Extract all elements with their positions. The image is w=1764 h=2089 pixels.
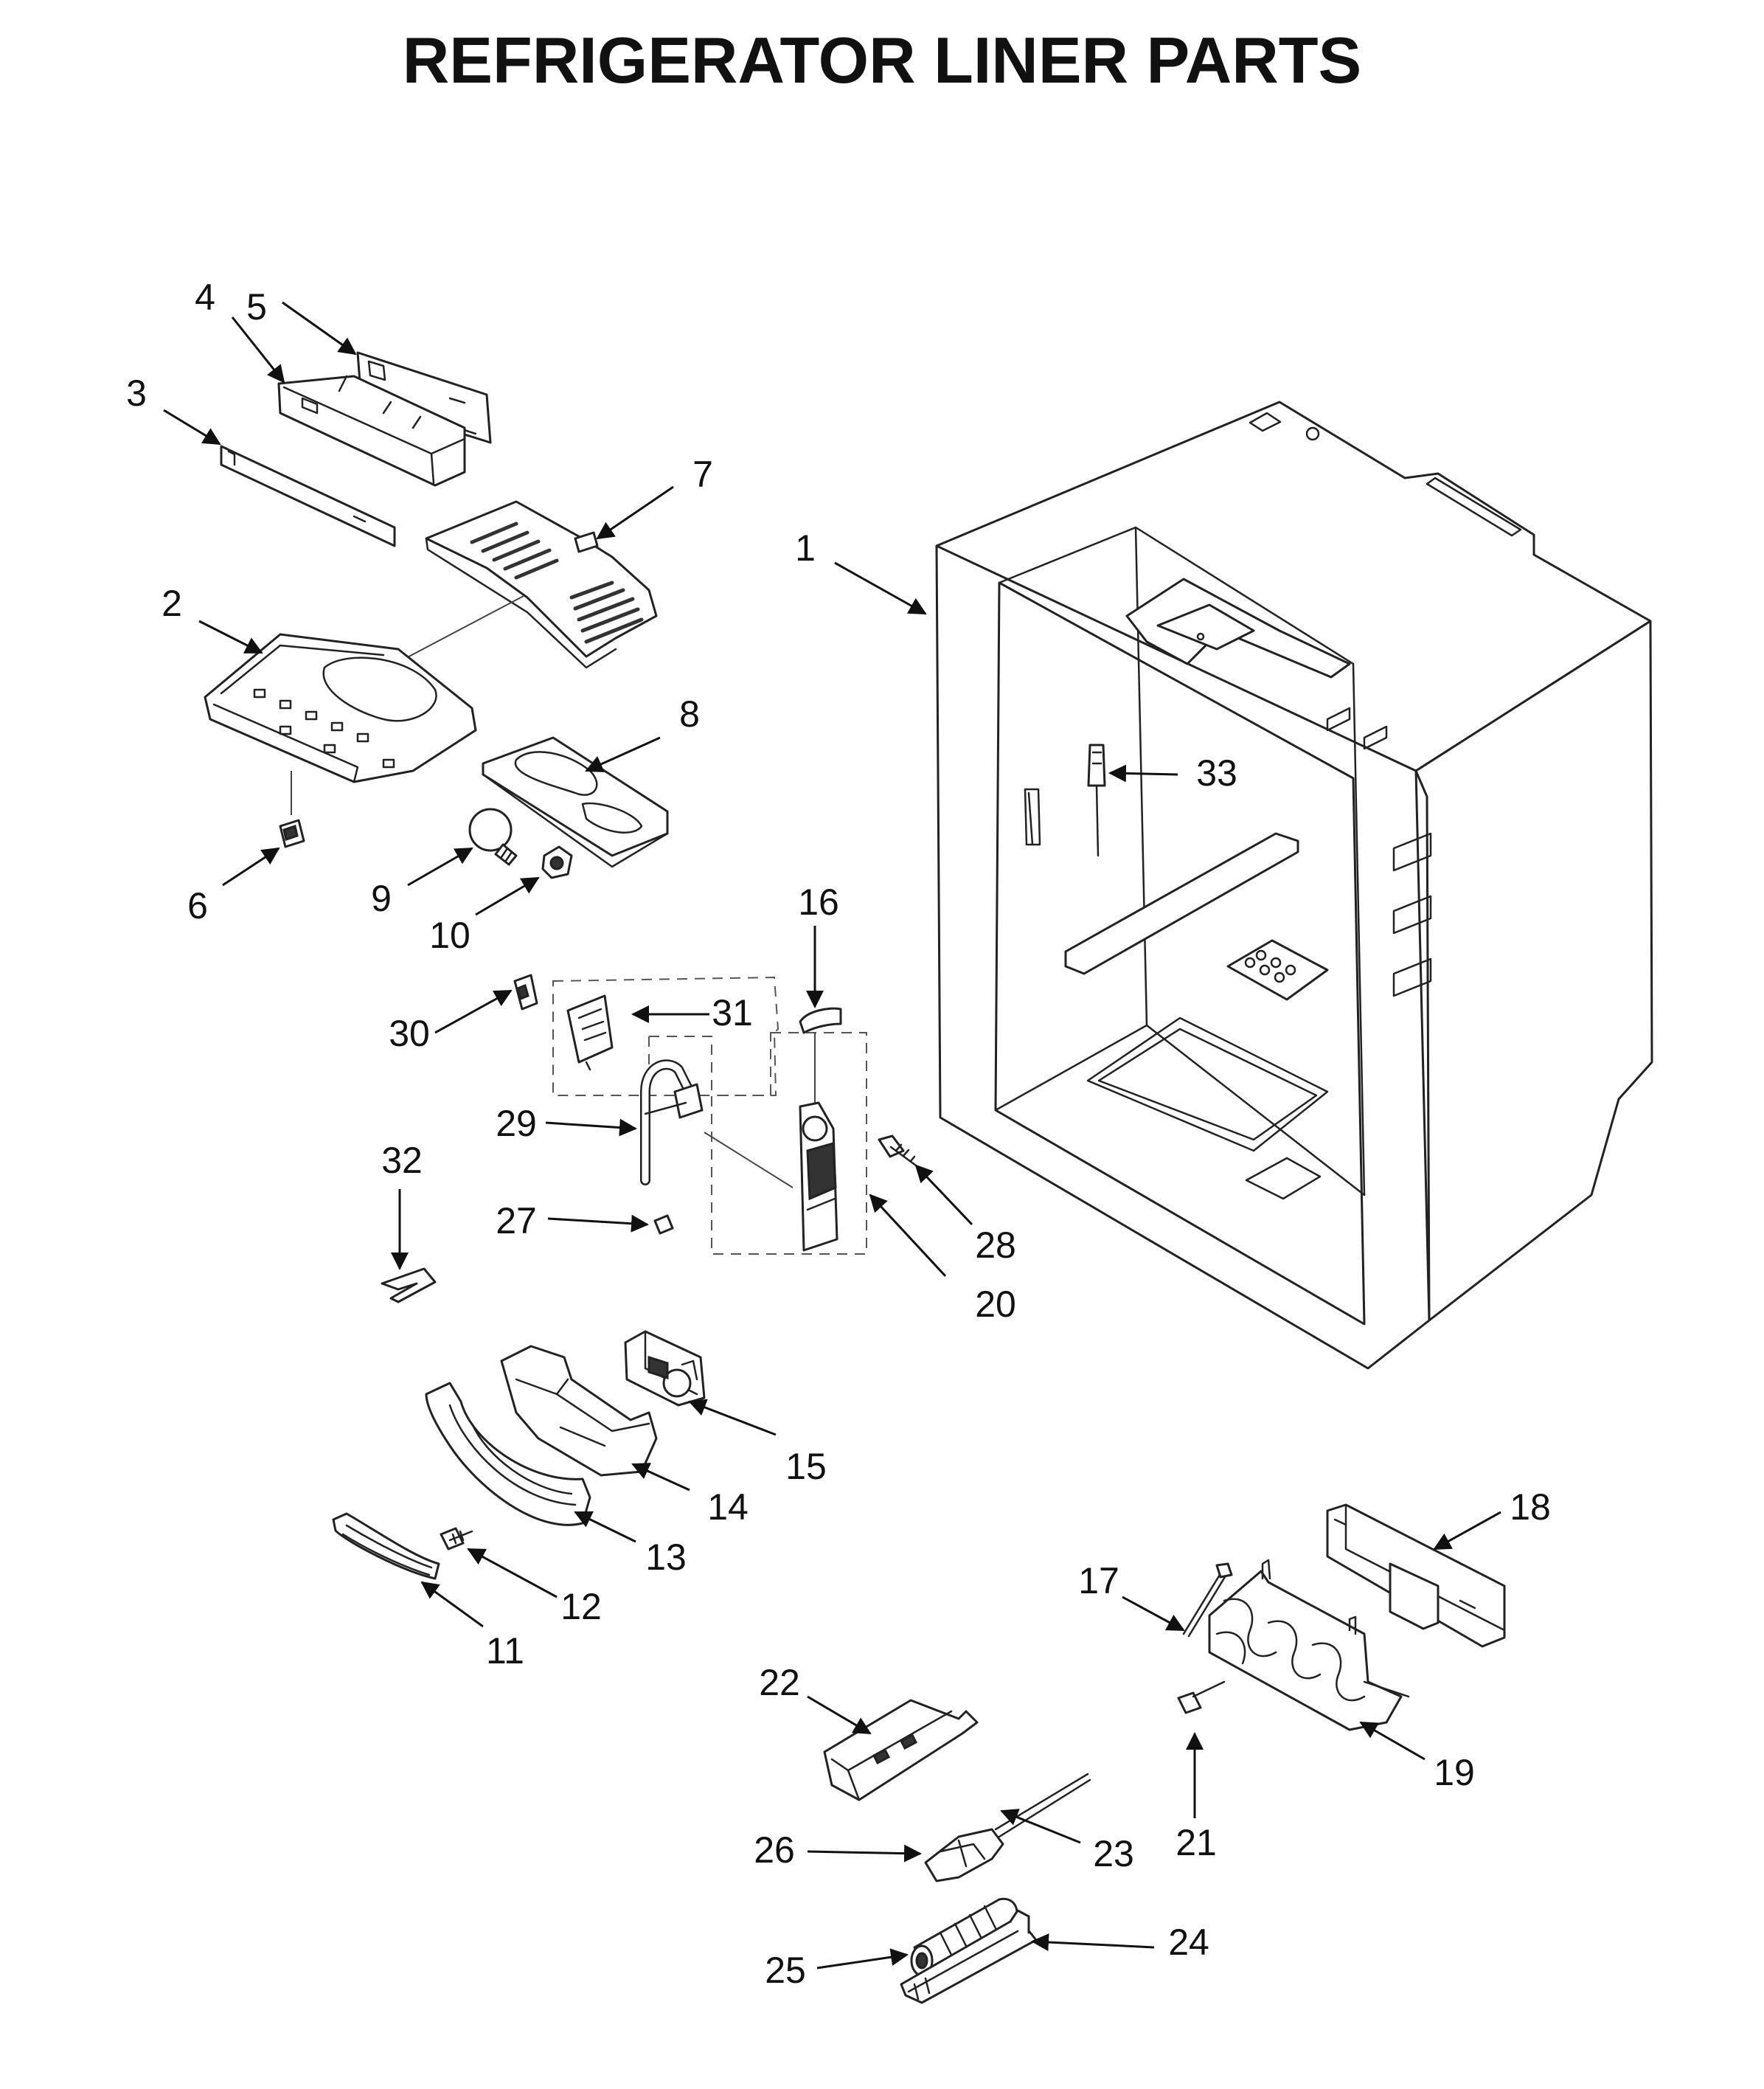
leader-20 xyxy=(869,1194,947,1278)
callout-24: 24 xyxy=(1168,1922,1209,1963)
callout-numbers: 1 2 3 4 5 6 7 8 9 10 11 12 13 14 15 16 1… xyxy=(126,277,1551,1991)
part-19-heater xyxy=(1208,1559,1410,1731)
callout-31: 31 xyxy=(712,992,753,1033)
part-18-bracket xyxy=(1326,1503,1506,1648)
callout-5: 5 xyxy=(246,286,267,328)
part-33-sensor xyxy=(1087,744,1106,857)
leader-1 xyxy=(834,561,927,615)
leader-33 xyxy=(1108,764,1178,783)
callout-16: 16 xyxy=(798,881,839,923)
leader-9 xyxy=(407,847,473,887)
leader-11 xyxy=(420,1581,484,1628)
callout-21: 21 xyxy=(1176,1822,1217,1863)
leader-5 xyxy=(282,301,357,356)
callout-15: 15 xyxy=(785,1446,827,1487)
part-12-screw xyxy=(440,1527,473,1551)
part-11-trim xyxy=(332,1512,440,1580)
leader-24 xyxy=(1031,1933,1155,1952)
part-1-liner xyxy=(935,401,1653,1370)
leader-6 xyxy=(222,847,280,887)
leader-12 xyxy=(467,1548,558,1598)
callout-18: 18 xyxy=(1510,1486,1551,1528)
part-9-bulb xyxy=(468,808,518,866)
leader-10 xyxy=(475,876,540,916)
callout-12: 12 xyxy=(560,1586,602,1627)
callout-4: 4 xyxy=(195,277,215,318)
callout-1: 1 xyxy=(795,527,816,569)
part-22-housing xyxy=(823,1699,979,1801)
leader-7 xyxy=(596,485,674,540)
part-7-duct-cover xyxy=(425,500,658,669)
callout-6: 6 xyxy=(187,885,208,926)
callout-14: 14 xyxy=(707,1486,749,1528)
callout-3: 3 xyxy=(126,373,147,414)
callout-27: 27 xyxy=(496,1200,537,1241)
callout-30: 30 xyxy=(389,1013,430,1054)
leader-22 xyxy=(807,1695,872,1735)
callout-13: 13 xyxy=(645,1537,687,1578)
part-15-dispenser-module xyxy=(624,1330,706,1407)
callout-23: 23 xyxy=(1093,1833,1134,1874)
leader-2 xyxy=(198,620,263,654)
part-29-water-tube xyxy=(640,1059,704,1185)
leader-19 xyxy=(1359,1721,1426,1761)
part-14-housing xyxy=(500,1345,658,1477)
callout-9: 9 xyxy=(371,878,392,919)
callout-2: 2 xyxy=(162,583,182,624)
callout-7: 7 xyxy=(692,454,713,495)
part-28-screw xyxy=(878,1134,917,1167)
callout-33: 33 xyxy=(1196,752,1237,794)
leader-13 xyxy=(574,1511,636,1543)
leader-17 xyxy=(1122,1596,1185,1632)
leader-18 xyxy=(1433,1511,1501,1551)
part-31-bracket xyxy=(566,994,614,1071)
leader-30 xyxy=(434,989,513,1034)
page-title: REFRIGERATOR LINER PARTS xyxy=(403,24,1362,97)
leader-25 xyxy=(816,1948,909,1970)
callout-11: 11 xyxy=(486,1630,524,1671)
part-13-shroud xyxy=(425,1382,591,1526)
leader-23 xyxy=(1000,1809,1081,1844)
part-3-trim xyxy=(220,445,396,547)
part-4-control-housing xyxy=(277,375,466,487)
part-6-switch xyxy=(279,819,305,848)
part-27-clip xyxy=(653,1214,674,1235)
callout-8: 8 xyxy=(679,693,700,735)
part-10-socket xyxy=(541,845,573,879)
part-2-light-housing xyxy=(204,633,477,783)
leader-3 xyxy=(163,409,221,446)
callout-10: 10 xyxy=(429,915,470,956)
part-25-filter xyxy=(910,1897,1018,1977)
callout-32: 32 xyxy=(381,1140,423,1181)
part-20-dispenser-cover xyxy=(799,1101,838,1252)
callout-19: 19 xyxy=(1434,1752,1475,1793)
callout-29: 29 xyxy=(496,1103,537,1144)
leader-8 xyxy=(585,736,661,772)
leader-29 xyxy=(545,1118,637,1137)
callout-22: 22 xyxy=(759,1662,800,1703)
leader-28 xyxy=(914,1164,973,1226)
leader-27 xyxy=(547,1214,649,1233)
callout-17: 17 xyxy=(1078,1560,1119,1601)
part-17-wire xyxy=(1182,1562,1233,1638)
callout-26: 26 xyxy=(754,1829,795,1871)
leader-14 xyxy=(631,1463,690,1492)
leader-15 xyxy=(688,1399,777,1436)
leader-lines xyxy=(163,301,1501,1970)
callout-28: 28 xyxy=(975,1224,1016,1266)
leader-4 xyxy=(231,316,285,384)
part-8-light-lens xyxy=(482,736,669,868)
callout-25: 25 xyxy=(765,1950,806,1991)
part-26-filter-head xyxy=(924,1828,1004,1882)
part-30-switch xyxy=(513,974,538,1011)
leader-26 xyxy=(807,1844,922,1863)
callout-20: 20 xyxy=(975,1283,1016,1325)
part-16-cap xyxy=(799,1007,842,1034)
part-21-screw xyxy=(1177,1680,1226,1714)
part-32-clip xyxy=(381,1267,437,1303)
